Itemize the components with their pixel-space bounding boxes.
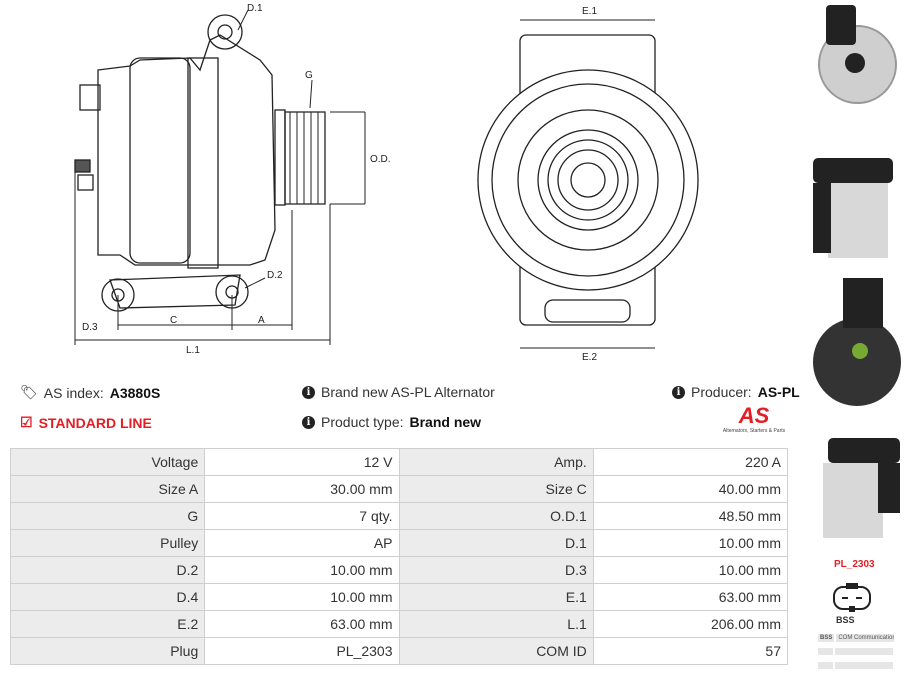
spec-value: 10.00 mm	[592, 529, 789, 557]
spec-value: 63.00 mm	[592, 583, 789, 611]
label-e1: E.1	[582, 6, 597, 17]
spec-label: D.3	[398, 556, 594, 584]
spec-label: Pulley	[9, 529, 206, 557]
spec-value: PL_2303	[204, 637, 400, 665]
as-index: 🏷AS index:A3880S	[20, 384, 161, 401]
spec-value: AP	[204, 529, 400, 557]
spec-label: Size C	[398, 475, 594, 503]
label-od1: O.D.1	[370, 154, 390, 165]
spec-label: G	[9, 502, 206, 530]
spec-value: 48.50 mm	[592, 502, 789, 530]
label-g: G	[305, 70, 313, 81]
product-photo-front	[808, 5, 903, 105]
tags-icon: 🏷	[20, 384, 38, 400]
standard-line-badge: ☑STANDARD LINE	[20, 414, 152, 431]
label-d3: D.3	[82, 322, 98, 333]
spec-label: L.1	[398, 610, 594, 638]
label-c: C	[170, 315, 177, 326]
com-row-empty	[818, 662, 893, 669]
spec-value: 10.00 mm	[592, 556, 789, 584]
front-view-drawing: E.1 E.2	[477, 6, 699, 360]
spec-label: E.2	[9, 610, 206, 638]
product-photo-back	[808, 278, 903, 418]
spec-value: 10.00 mm	[204, 556, 400, 584]
spec-label: D.2	[9, 556, 206, 584]
plug-name: PL_2303	[834, 559, 875, 570]
spec-value: 57	[592, 637, 789, 665]
spec-label: Size A	[9, 475, 206, 503]
spec-value: 63.00 mm	[204, 610, 400, 638]
label-a: A	[258, 315, 265, 326]
spec-value: 7 qty.	[204, 502, 400, 530]
label-l1: L.1	[186, 345, 200, 356]
spec-label: Amp.	[398, 448, 594, 476]
product-photo-side	[808, 158, 903, 258]
spec-label: Voltage	[9, 448, 206, 476]
spec-value: 220 A	[592, 448, 789, 476]
info-icon: i	[302, 415, 315, 429]
spec-label: COM ID	[398, 637, 594, 665]
spec-label: O.D.1	[398, 502, 594, 530]
spec-value: 10.00 mm	[204, 583, 400, 611]
spec-label: D.1	[398, 529, 594, 557]
product-photo-side-2	[808, 438, 903, 538]
label-d2: D.2	[267, 270, 283, 281]
checkbox-icon: ☑	[20, 414, 33, 430]
label-e2: E.2	[582, 352, 597, 360]
info-icon: i	[672, 385, 685, 399]
spec-label: D.4	[9, 583, 206, 611]
as-logo: AS Alternators, Starters & Parts	[722, 403, 786, 435]
info-icon: i	[302, 385, 315, 399]
plug-connector-icon	[833, 583, 871, 612]
spec-label: Plug	[9, 637, 206, 665]
spec-label: E.1	[398, 583, 594, 611]
spec-value: 30.00 mm	[204, 475, 400, 503]
plug-type: BSS	[836, 615, 855, 625]
com-row-empty	[818, 648, 893, 655]
side-view-drawing: D.1 G O.D.1 D.2 D.3 C A L.1	[74, 3, 390, 356]
spec-value: 12 V	[204, 448, 400, 476]
spec-value: 206.00 mm	[592, 610, 789, 638]
label-d1: D.1	[247, 3, 263, 14]
spec-value: 40.00 mm	[592, 475, 789, 503]
